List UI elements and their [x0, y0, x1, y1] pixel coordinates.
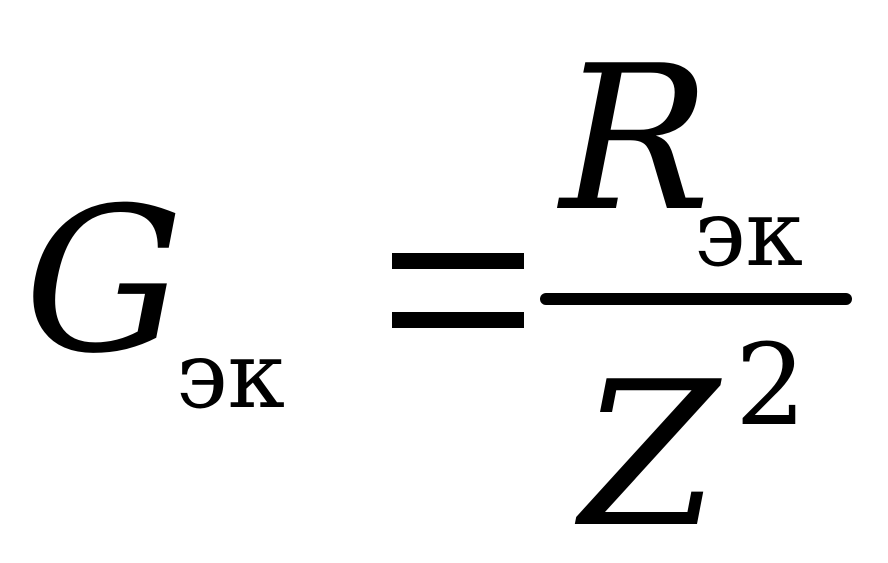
lhs-symbol: G: [24, 165, 184, 398]
lhs-subscript: эк: [176, 322, 286, 429]
numerator-symbol: R: [560, 23, 711, 256]
denominator-symbol: Z: [580, 339, 719, 563]
numerator-subscript: эк: [694, 180, 804, 287]
equals-sign-top-bar: [392, 253, 524, 269]
denominator-superscript: 2: [735, 321, 807, 451]
fraction-line: [540, 293, 852, 305]
equals-sign-bottom-bar: [392, 312, 524, 328]
